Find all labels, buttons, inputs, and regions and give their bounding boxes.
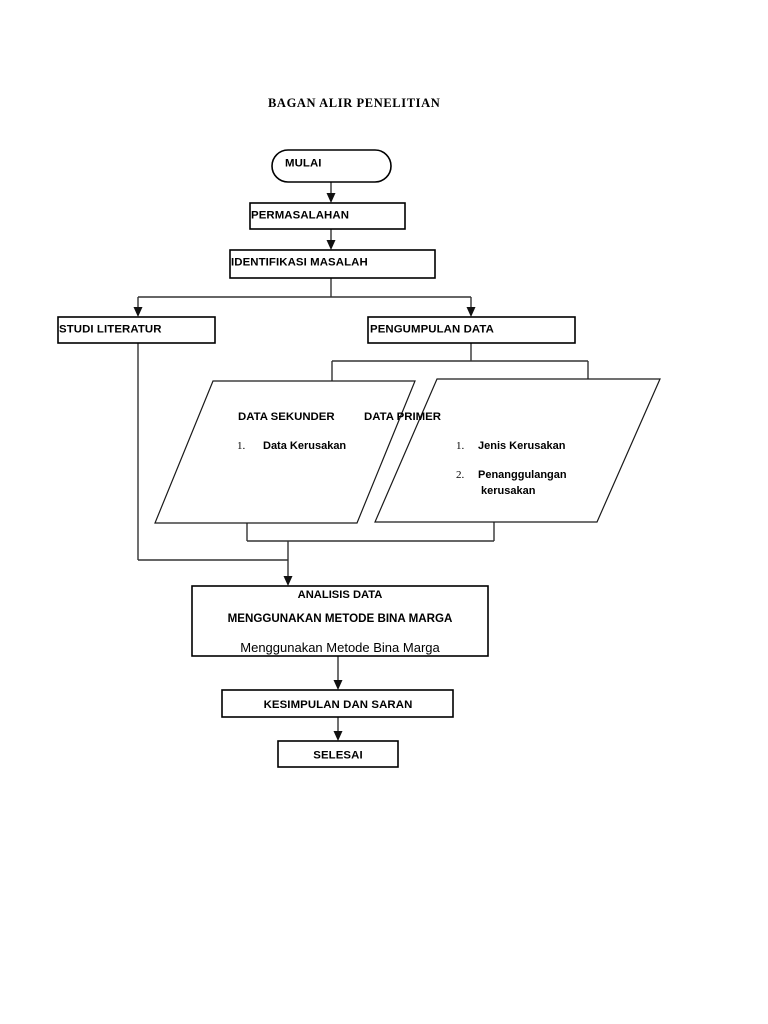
node-permasalahan[interactable]: PERMASALAHAN [249,202,406,230]
node-data-primer[interactable]: DATA PRIMER 1. Jenis Kerusakan 2. Penang… [364,378,661,523]
connector-identification-branch [133,278,476,317]
node-identifikasi-masalah[interactable]: IDENTIFIKASI MASALAH [229,249,436,279]
data-sekunder-item-1-number: 1. [237,440,246,452]
data-primer-item-1-number: 1. [456,440,465,452]
analisis-data-line-1: ANALISIS DATA [298,589,383,601]
selesai-shape [277,740,399,768]
node-kesimpulan-dan-saran[interactable]: KESIMPULAN DAN SARAN [221,689,454,718]
node-selesai[interactable]: SELESAI [277,740,399,768]
data-sekunder-heading: DATA SEKUNDER [238,411,335,423]
analisis-data-line-2: MENGGUNAKAN METODE BINA MARGA [228,612,453,625]
connector-data-merge [246,522,495,560]
analisis-data-line-3: Menggunakan Metode Bina Marga [240,640,440,655]
data-primer-item-2-number: 2. [456,469,465,481]
kesimpulan-dan-saran-label: KESIMPULAN DAN SARAN [264,699,413,711]
analisis-data-shape [191,585,489,657]
node-analisis-data[interactable]: ANALISIS DATA MENGGUNAKAN METODE BINA MA… [191,585,489,657]
pengumpulan-data-label: PENGUMPULAN DATA [370,324,494,336]
pengumpulan-data-shape [367,316,576,344]
connector-analysis-to-conclusion [333,656,343,690]
connector-merge-to-analysis [283,560,293,586]
connector-start-to-problem [326,182,336,203]
data-sekunder-shape [154,380,416,524]
identifikasi-masalah-label: IDENTIFIKASI MASALAH [231,257,368,269]
connector-literature-to-analysis [137,343,288,561]
page-title: BAGAN ALIR PENELITIAN [268,96,440,110]
data-primer-item-2-text-cont: kerusakan [481,485,536,497]
mulai-label: MULAI [285,158,322,170]
mulai-shape [271,149,392,183]
node-mulai[interactable]: MULAI [271,149,392,183]
selesai-label: SELESAI [313,750,362,762]
studi-literatur-label: STUDI LITERATUR [59,324,162,336]
node-studi-literatur[interactable]: STUDI LITERATUR [57,316,216,344]
data-primer-item-1-text: Jenis Kerusakan [478,440,566,452]
data-sekunder-item-1-text: Data Kerusakan [263,440,346,452]
data-primer-item-2-text: Penanggulangan [478,469,567,481]
node-data-sekunder[interactable]: DATA SEKUNDER 1. Data Kerusakan [154,380,416,524]
identifikasi-masalah-shape [229,249,436,279]
connector-conclusion-to-end [333,717,343,741]
data-primer-heading: DATA PRIMER [364,411,441,423]
connector-collection-split [331,343,589,381]
data-primer-shape [374,378,661,523]
kesimpulan-dan-saran-shape [221,689,454,718]
permasalahan-shape [249,202,406,230]
connector-problem-to-identification [326,229,336,250]
permasalahan-label: PERMASALAHAN [251,210,349,222]
studi-literatur-shape [57,316,216,344]
node-pengumpulan-data[interactable]: PENGUMPULAN DATA [367,316,576,344]
